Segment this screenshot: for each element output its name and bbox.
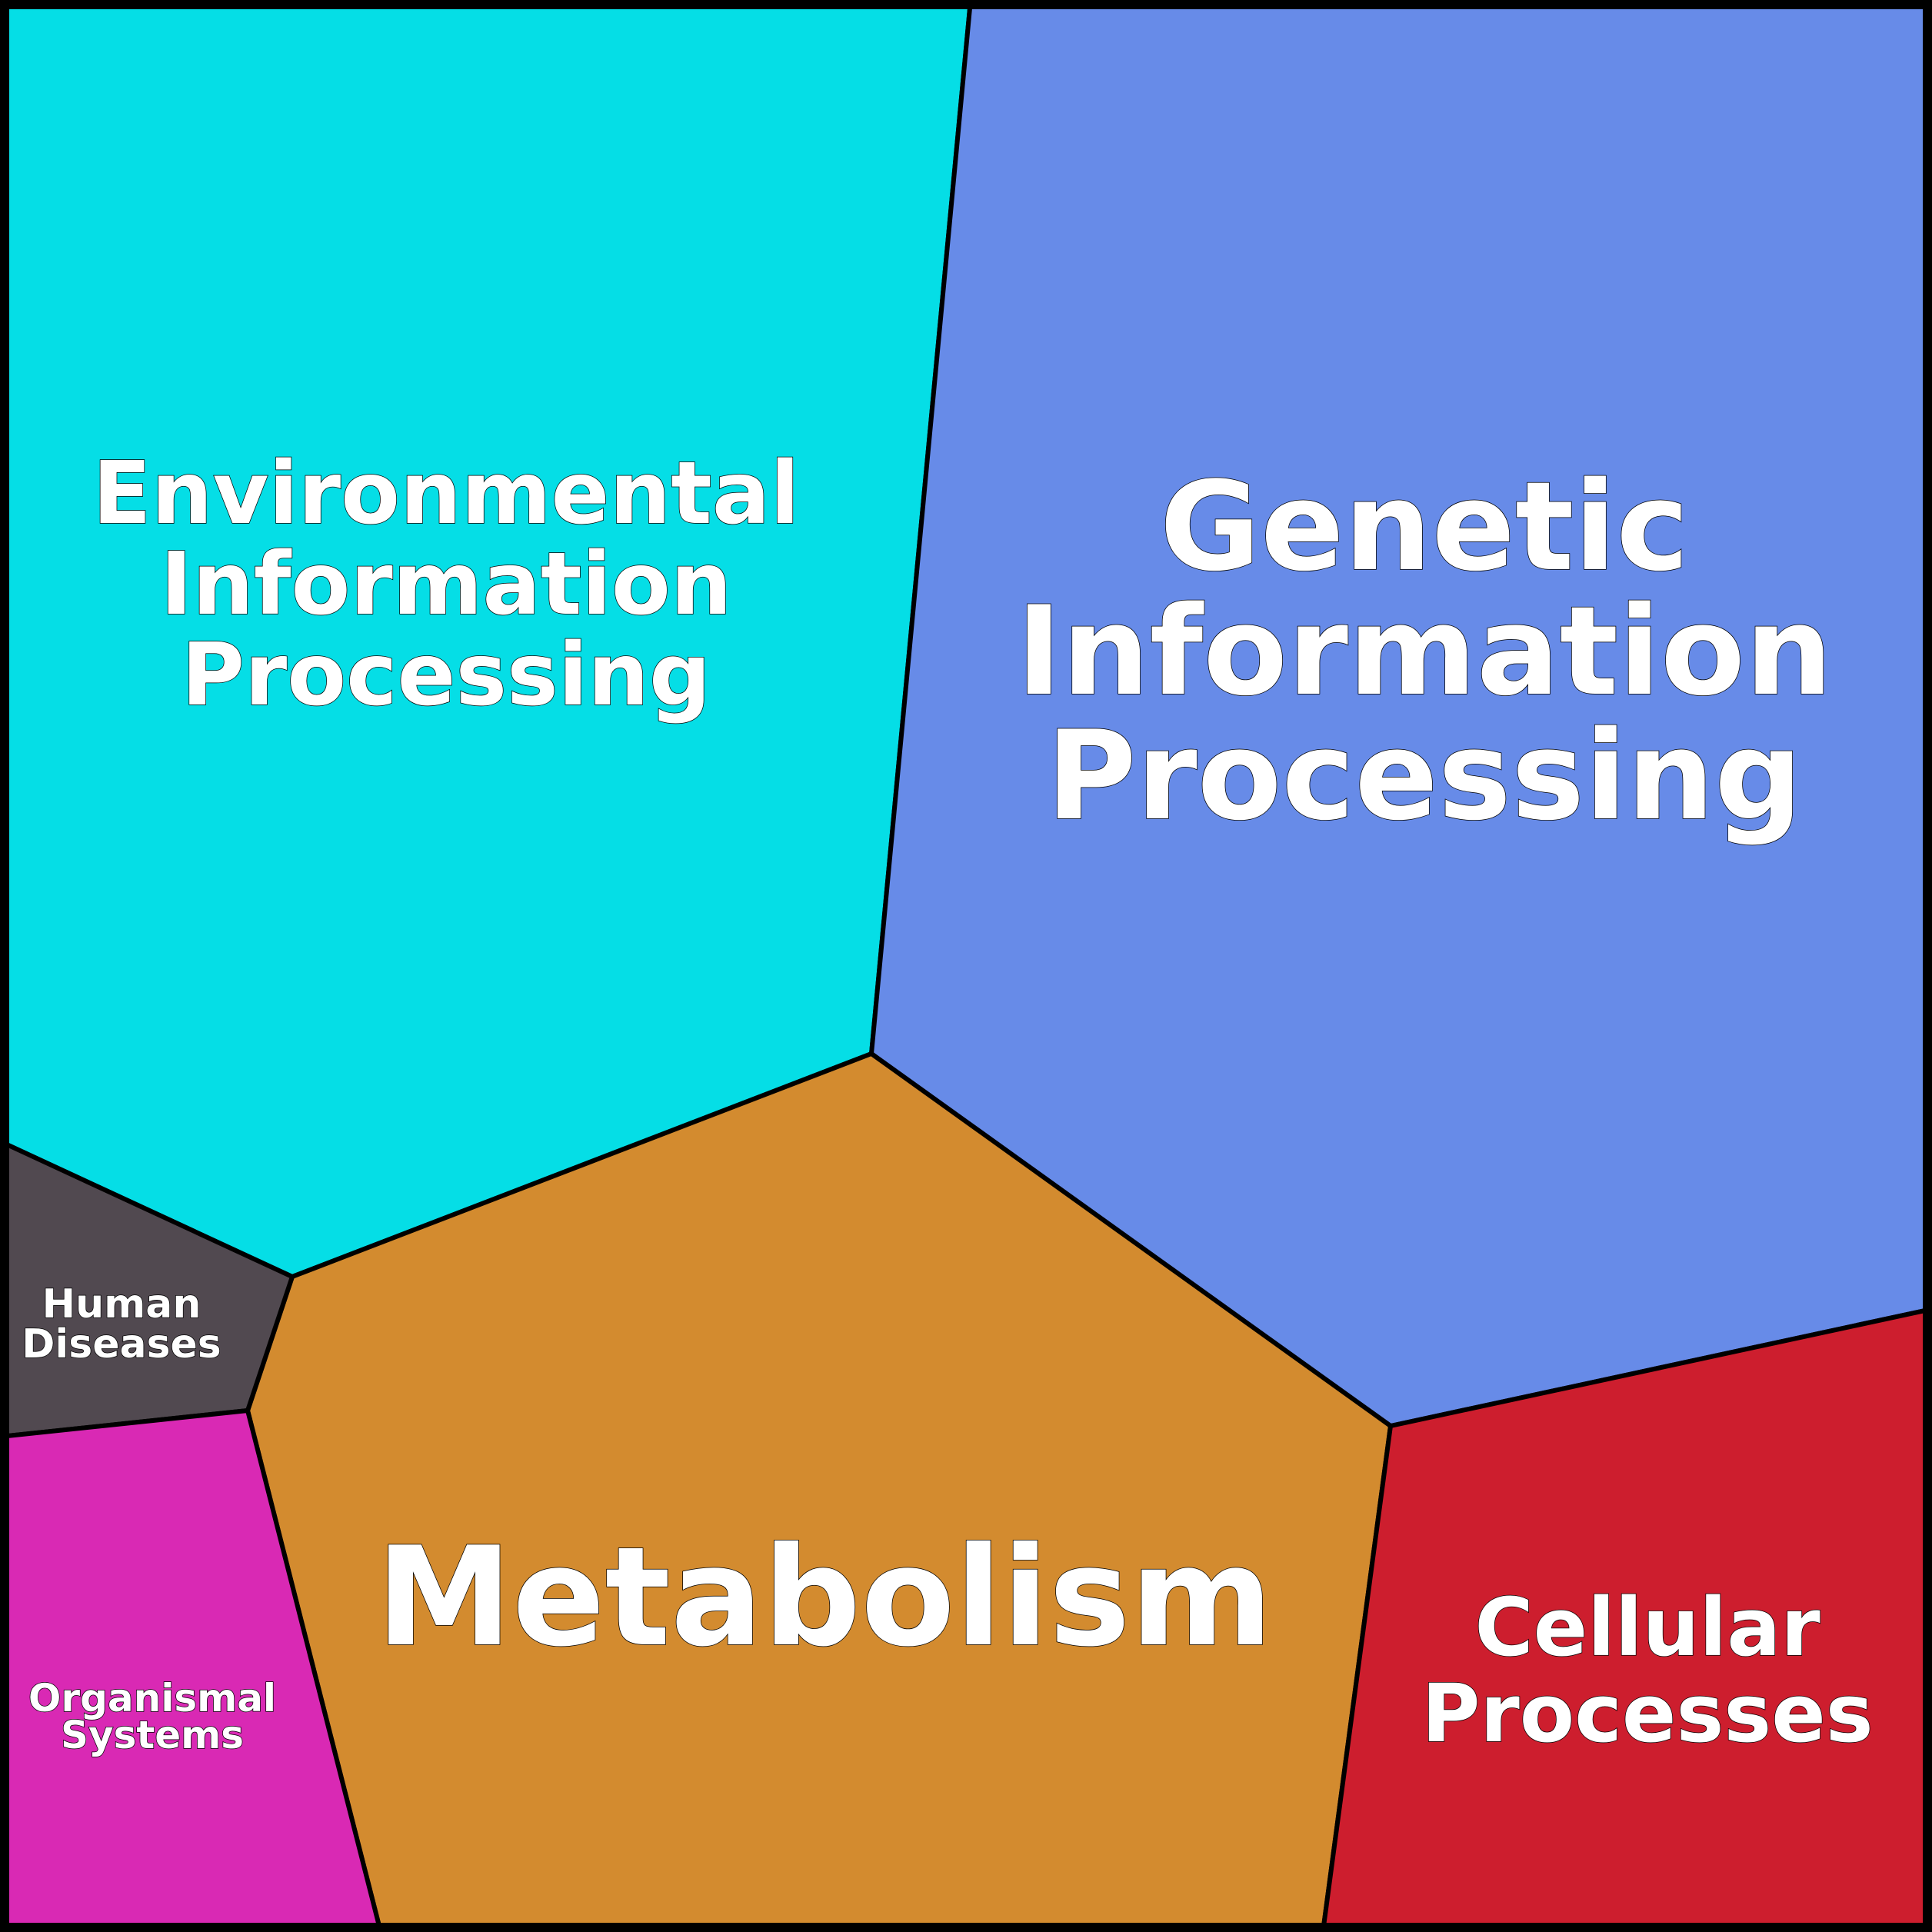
label-human-diseases-line: Diseases	[22, 1321, 221, 1367]
label-genetic-line: Processing	[1046, 704, 1802, 848]
label-environmental-line: Information	[160, 535, 731, 635]
label-organismal-line: Organismal	[28, 1676, 276, 1720]
label-genetic-line: Information	[1016, 579, 1833, 723]
cell-cellular	[1321, 1307, 1932, 1932]
cell-organismal	[0, 1408, 383, 1932]
label-genetic-line: Genetic	[1160, 455, 1689, 598]
label-organismal-line: Systems	[61, 1713, 244, 1757]
label-human-diseases-line: Human	[42, 1281, 202, 1327]
label-cellular-line: Cellular	[1474, 1581, 1820, 1674]
label-environmental-line: Processing	[182, 625, 711, 725]
label-cellular-line: Processes	[1421, 1667, 1873, 1760]
label-metabolism: Metabolism	[376, 1517, 1273, 1677]
label-metabolism-line: Metabolism	[376, 1517, 1273, 1677]
label-environmental-line: Environmental	[92, 444, 799, 544]
